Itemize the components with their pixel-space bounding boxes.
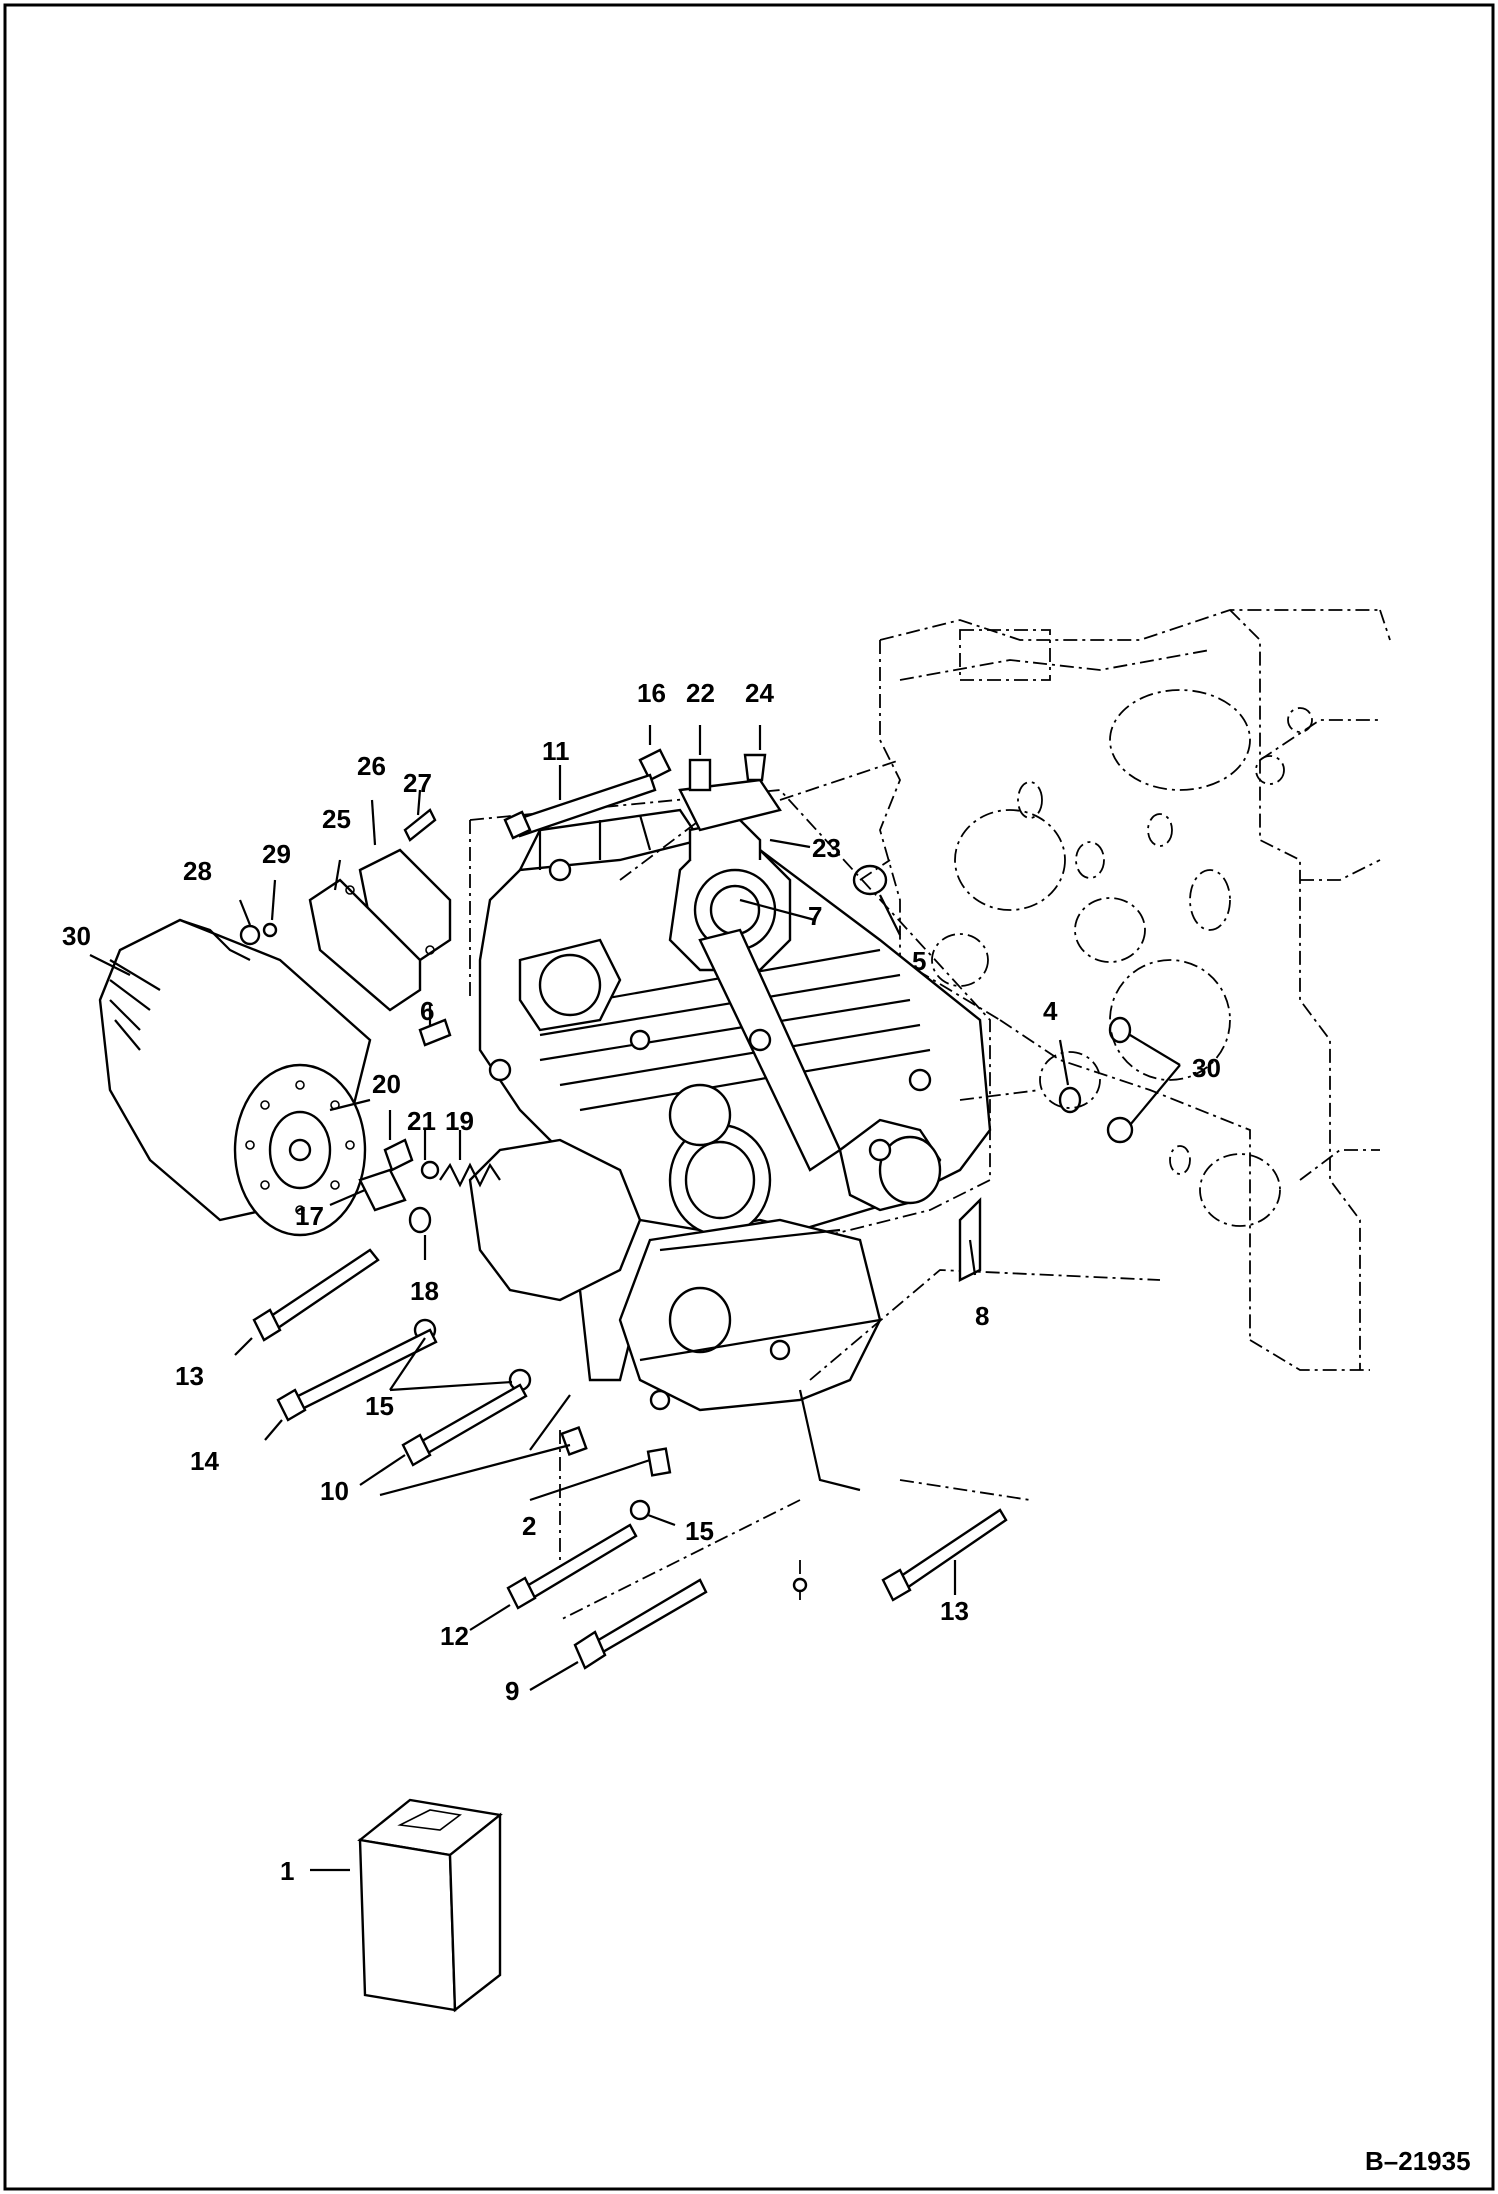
callout-20: 20 [372,1069,401,1099]
page-border [3,3,1495,2191]
callout-25: 25 [322,804,351,834]
callout-28: 28 [183,856,212,886]
side-cover-plate [308,848,452,1012]
callout-29: 29 [262,839,291,869]
callout-8: 8 [975,1301,989,1331]
callout-1: 1 [280,1856,294,1886]
gasket-kit-box [357,1798,503,2013]
callout-23: 23 [812,833,841,863]
callout-22: 22 [686,678,715,708]
callout-5: 5 [912,946,926,976]
callout-15-right: 15 [685,1516,714,1546]
callout-2: 2 [522,1511,536,1541]
callout-13-left: 13 [175,1361,204,1391]
callout-30-right: 30 [1192,1053,1221,1083]
callout-13-right: 13 [940,1596,969,1626]
gear-case-cover [468,759,1161,1621]
callout-19: 19 [445,1106,474,1136]
leader-lines [89,725,1181,1872]
callout-12: 12 [440,1621,469,1651]
callout-16: 16 [637,678,666,708]
callout-26: 26 [357,751,386,781]
callout-21: 21 [407,1106,436,1136]
callout-6: 6 [420,996,434,1026]
callout-9: 9 [505,1676,519,1706]
callout-14: 14 [190,1446,219,1476]
bolts [252,773,1008,1670]
engine-block [879,609,1391,1371]
figure-id-label: B–21935 [1365,2146,1471,2176]
callout-17: 17 [295,1201,324,1231]
callout-10: 10 [320,1476,349,1506]
callout-30-left: 30 [62,921,91,951]
small-parts [239,748,1134,1593]
oil-filter [98,918,372,1237]
callout-24: 24 [745,678,774,708]
callout-27: 27 [403,768,432,798]
callout-18: 18 [410,1276,439,1306]
callout-11: 11 [542,736,570,766]
callout-4: 4 [1043,996,1058,1026]
callout-7: 7 [808,901,822,931]
callout-numbers: 1 2 4 5 6 7 8 9 10 11 12 13 13 14 15 15 … [62,678,1221,1886]
callout-15-left: 15 [365,1391,394,1421]
